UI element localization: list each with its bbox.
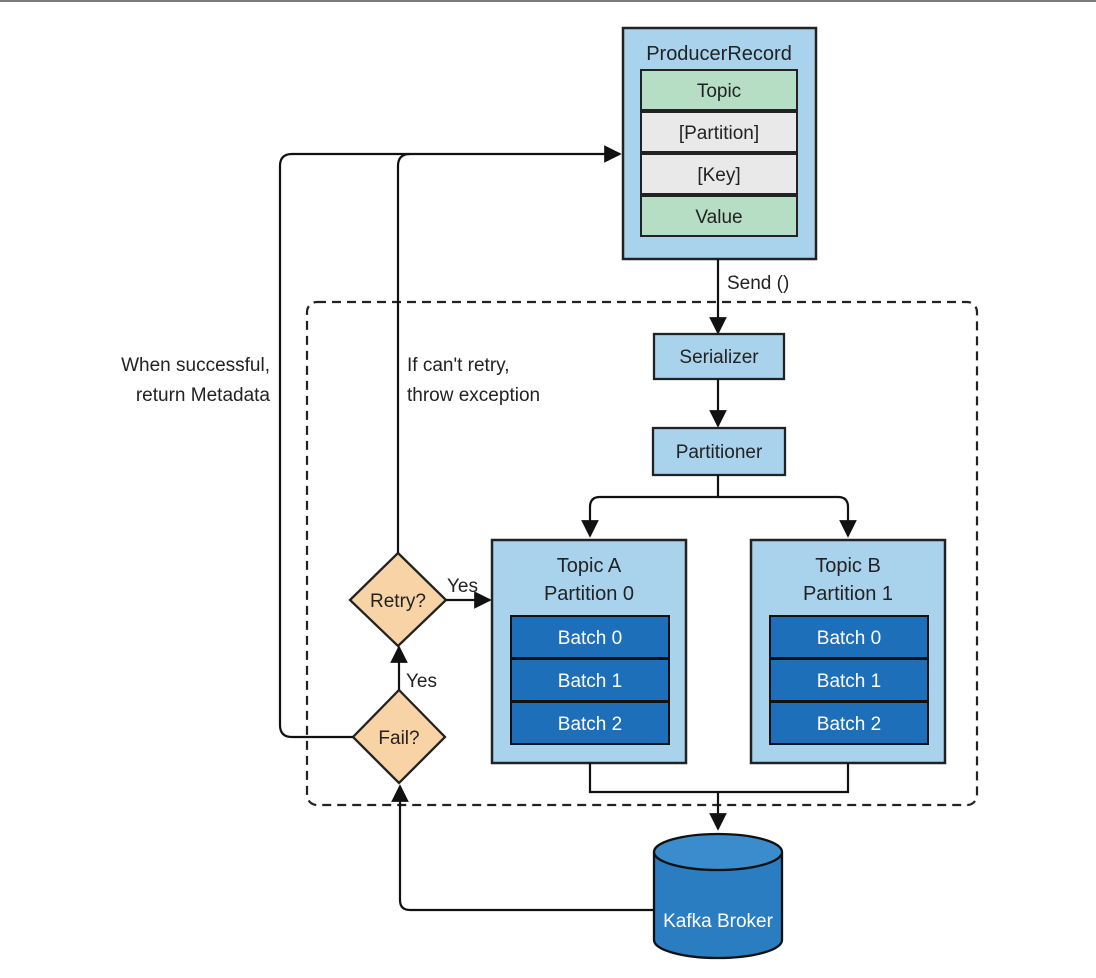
send-label: Send () xyxy=(727,273,789,294)
topic-a-batch-1: Batch 1 xyxy=(558,671,622,692)
window-top-border xyxy=(0,0,1096,2)
topic-b-box: Topic B Partition 1 Batch 0 Batch 1 Batc… xyxy=(749,538,947,765)
field-value: Value xyxy=(695,207,742,228)
partitioner-split-line xyxy=(581,475,720,538)
field-partition: [Partition] xyxy=(679,123,759,144)
partitioner-split-line-b xyxy=(718,495,857,538)
producer-record-box: ProducerRecord Topic [Partition] [Key] V… xyxy=(621,26,818,261)
fail-diamond xyxy=(351,688,447,785)
topic-b-batch-1: Batch 1 xyxy=(817,671,881,692)
producer-record-title: ProducerRecord xyxy=(646,43,792,65)
success-note-line2: return Metadata xyxy=(136,385,271,406)
retry-note-line2: throw exception xyxy=(407,385,540,406)
retry-exception-line xyxy=(396,145,622,553)
topics-merge-line xyxy=(588,763,850,794)
retry-label: Retry? xyxy=(370,591,426,612)
yes-retry-label: Yes xyxy=(447,576,478,597)
serializer-label: Serializer xyxy=(679,347,759,368)
success-metadata-line xyxy=(278,152,410,739)
success-note-line1: When successful, xyxy=(121,355,270,376)
serializer-box xyxy=(652,332,786,381)
topic-a-line2: Partition 0 xyxy=(544,583,634,605)
topic-b-batch-0: Batch 0 xyxy=(817,628,881,649)
topic-a-batch-2: Batch 2 xyxy=(558,714,622,735)
broker-to-fail-arrow xyxy=(391,784,654,912)
topic-b-line1: Topic B xyxy=(815,555,881,577)
yes-fail-label: Yes xyxy=(406,671,437,692)
topic-a-batch-0: Batch 0 xyxy=(558,628,622,649)
producer-boundary xyxy=(305,300,979,807)
topic-a-box: Topic A Partition 0 Batch 0 Batch 1 Batc… xyxy=(490,538,688,765)
retry-note-line1: If can't retry, xyxy=(407,355,510,376)
kafka-broker-label: Kafka Broker xyxy=(663,911,773,932)
kafka-broker-cylinder: Kafka Broker xyxy=(652,832,784,960)
field-key: [Key] xyxy=(697,165,740,186)
field-topic: Topic xyxy=(697,81,741,102)
fail-label: Fail? xyxy=(378,728,419,749)
topic-b-line2: Partition 1 xyxy=(803,583,893,605)
topic-a-line1: Topic A xyxy=(557,555,622,577)
retry-diamond xyxy=(348,551,448,648)
topic-b-batch-2: Batch 2 xyxy=(817,714,881,735)
partitioner-label: Partitioner xyxy=(676,442,763,463)
